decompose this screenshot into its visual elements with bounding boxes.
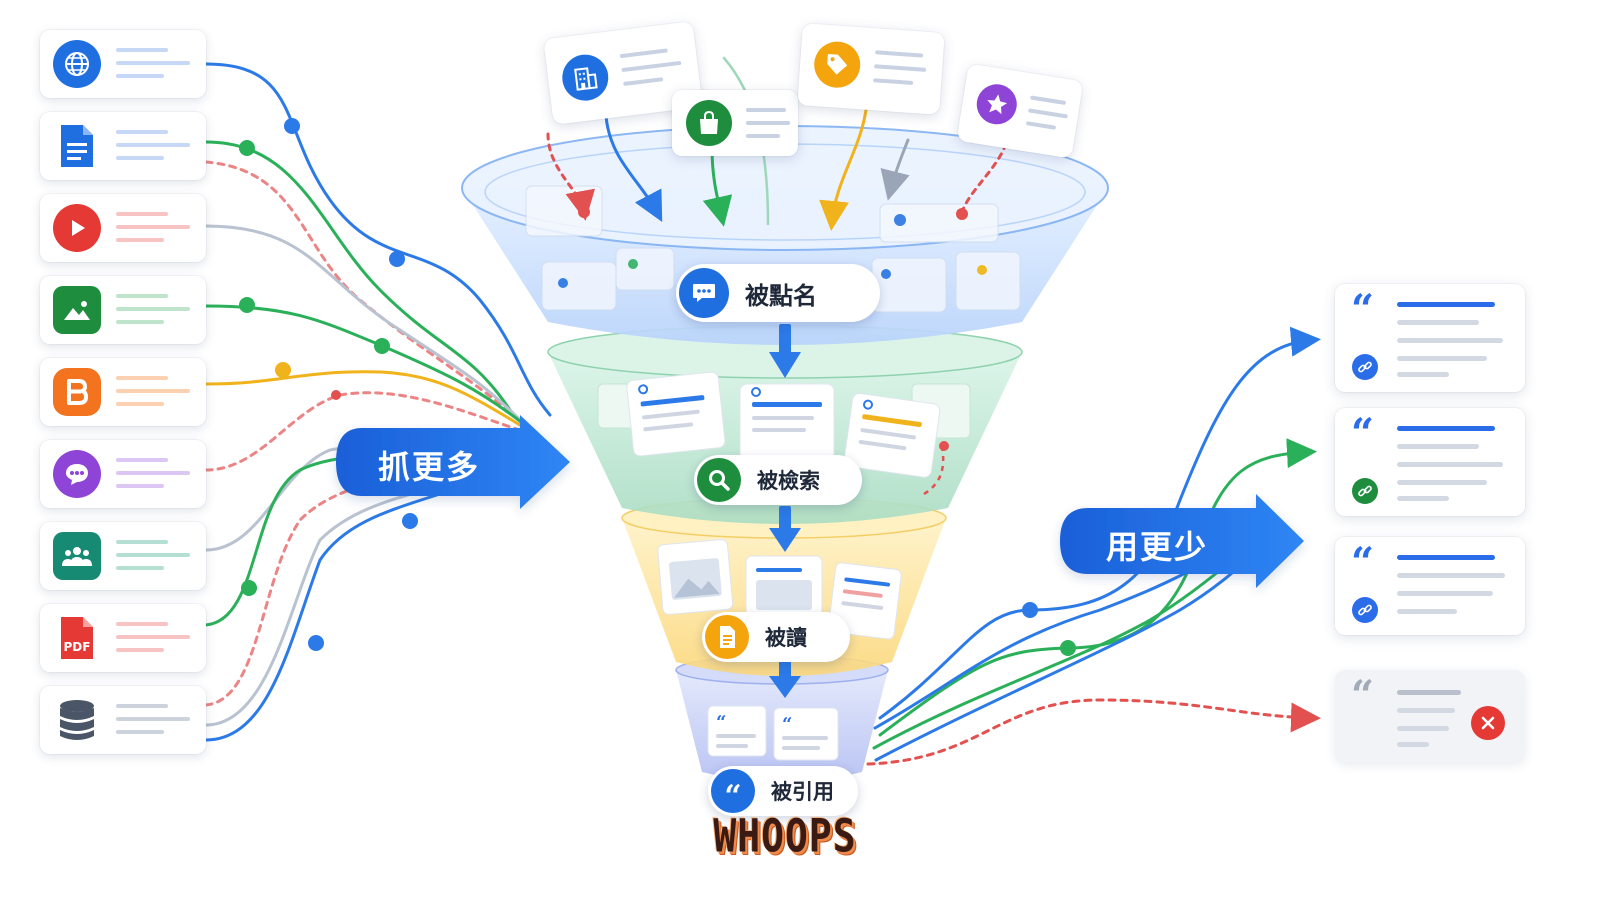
dropout-path	[923, 445, 945, 496]
funnel-search-docs	[597, 371, 971, 478]
source-card-video[interactable]	[40, 194, 206, 262]
blogger-icon	[53, 368, 101, 416]
top-card-deals[interactable]	[797, 23, 945, 115]
output-card-rejected[interactable]: “	[1335, 670, 1525, 762]
document-icon	[705, 615, 749, 659]
quote-icon: “	[711, 769, 755, 813]
stage-mentioned-label: 被點名	[745, 281, 817, 310]
link-icon[interactable]	[1352, 597, 1378, 623]
whoops-watermark: WHOOPS	[713, 809, 857, 863]
stage-read[interactable]: 被讀	[702, 612, 850, 662]
output-card-cited[interactable]: “	[1335, 284, 1525, 392]
globe-icon	[53, 40, 101, 88]
play-icon	[53, 204, 101, 252]
funnel-read-docs	[657, 539, 902, 640]
group-icon	[53, 532, 101, 580]
database-icon	[53, 696, 101, 744]
svg-text:“: “	[716, 712, 726, 733]
image-icon	[53, 286, 101, 334]
source-card-pdf[interactable]: PDF	[40, 604, 206, 672]
stage-cited[interactable]: “ 被引用	[708, 766, 858, 816]
stage-mentioned[interactable]: 被點名	[676, 264, 880, 322]
left-flow-dots	[239, 118, 418, 651]
source-card-web[interactable]	[40, 30, 206, 98]
link-icon[interactable]	[1352, 478, 1378, 504]
stage-read-label: 被讀	[765, 626, 807, 650]
top-card-business[interactable]	[543, 21, 703, 125]
left-arrow-banner	[336, 415, 570, 509]
source-card-database[interactable]	[40, 686, 206, 754]
chat-bubble-icon	[679, 268, 729, 318]
top-card-shop[interactable]	[672, 90, 798, 156]
search-icon	[697, 458, 741, 502]
quote-mark-icon: “	[1351, 539, 1375, 586]
tag-icon	[812, 40, 862, 90]
building-icon	[559, 51, 611, 104]
chat-icon	[53, 450, 101, 498]
output-card-cited[interactable]: “	[1335, 537, 1525, 635]
quote-mark-icon: “	[1351, 672, 1375, 719]
link-icon[interactable]	[1352, 354, 1378, 380]
source-card-image[interactable]	[40, 276, 206, 344]
top-card-reviews[interactable]	[956, 63, 1084, 159]
funnel-cite-docs: “ “	[707, 705, 839, 761]
pdf-icon: PDF	[53, 614, 101, 662]
banner-use-less-label: 用更少	[1106, 528, 1209, 566]
svg-text:“: “	[782, 714, 792, 735]
quote-mark-icon: “	[1351, 410, 1375, 457]
stage-retrieved[interactable]: 被檢索	[694, 455, 862, 505]
source-card-forum[interactable]	[40, 440, 206, 508]
close-icon[interactable]	[1471, 706, 1505, 740]
right-arrow-banner	[1060, 494, 1304, 588]
stage-down-arrows	[769, 324, 801, 698]
source-card-community[interactable]	[40, 522, 206, 590]
stage-cited-label: 被引用	[771, 780, 834, 804]
quote-mark-icon: “	[1351, 286, 1375, 333]
output-card-cited[interactable]: “	[1335, 408, 1525, 516]
shopping-bag-icon	[686, 100, 732, 146]
source-card-blog[interactable]	[40, 358, 206, 426]
pdf-label: PDF	[63, 640, 91, 654]
stage-retrieved-label: 被檢索	[757, 469, 820, 493]
document-icon	[53, 122, 101, 170]
banner-crawl-more-label: 抓更多	[378, 448, 481, 486]
source-card-document[interactable]	[40, 112, 206, 180]
star-icon	[973, 81, 1020, 128]
